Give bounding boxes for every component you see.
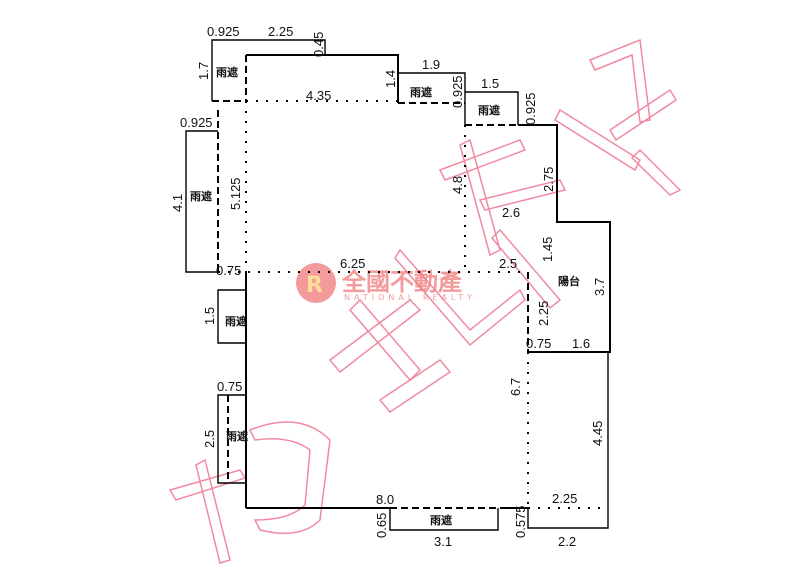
canopy-label: 雨遮 xyxy=(216,65,238,79)
dim: 4.45 xyxy=(590,421,605,446)
realty-logo: R 全國不動產 NATIONAL REALTY xyxy=(296,263,476,303)
dim: 3.1 xyxy=(434,534,452,549)
dim: 0.65 xyxy=(374,513,389,538)
dim: 0.75 xyxy=(217,379,242,394)
dim: 6.25 xyxy=(340,256,365,271)
dim: 2.5 xyxy=(202,430,217,448)
dim: 1.6 xyxy=(572,336,590,351)
dim: 1.5 xyxy=(481,76,499,91)
dim: 2.5 xyxy=(499,256,517,271)
balcony-label: 陽台 xyxy=(558,274,580,288)
dim: 1.7 xyxy=(196,62,211,80)
canopy-label: 雨遮 xyxy=(190,189,212,203)
dim: 4.1 xyxy=(170,194,185,212)
canopy-label: 雨遮 xyxy=(226,429,248,443)
watermark-calligraphy xyxy=(168,38,682,564)
dim: 0.925 xyxy=(180,115,213,130)
dim: 2.75 xyxy=(541,167,556,192)
dim: 5.125 xyxy=(228,177,243,210)
dim: 6.7 xyxy=(508,378,523,396)
canopy-label: 雨遮 xyxy=(478,103,500,117)
dim: 0.75 xyxy=(216,263,241,278)
logo-circle-icon xyxy=(296,263,336,303)
dim: 0.45 xyxy=(311,32,326,57)
logo-text-en: NATIONAL REALTY xyxy=(344,293,476,302)
dim: 0.575 xyxy=(513,505,528,538)
dim: 0.925 xyxy=(523,92,538,125)
walls xyxy=(185,39,611,531)
canopy-label: 雨遮 xyxy=(430,513,452,527)
dim: 8.0 xyxy=(376,492,394,507)
dim: 0.925 xyxy=(450,75,465,108)
dim: 4.8 xyxy=(450,176,465,194)
dim: 1.45 xyxy=(540,237,555,262)
dim: 2.6 xyxy=(502,205,520,220)
dim: 0.75 xyxy=(526,336,551,351)
dim: 1.9 xyxy=(422,57,440,72)
dim: 2.2 xyxy=(558,534,576,549)
canopy-label: 雨遮 xyxy=(225,314,247,328)
logo-mark: R xyxy=(306,273,323,298)
dimension-labels: 0.925 2.25 0.45 1.7 4.35 1.4 1.9 0.925 1… xyxy=(170,24,607,549)
dim: 2.25 xyxy=(536,301,551,326)
dim: 2.25 xyxy=(268,24,293,39)
dim: 1.5 xyxy=(202,307,217,325)
dim: 0.925 xyxy=(207,24,240,39)
dim: 3.7 xyxy=(592,278,607,296)
logo-text-cn: 全國不動產 xyxy=(341,268,462,296)
room-labels: 雨遮 雨遮 雨遮 雨遮 雨遮 雨遮 雨遮 陽台 xyxy=(190,65,580,527)
dim: 1.4 xyxy=(383,70,398,88)
dim: 4.35 xyxy=(306,88,331,103)
dim: 2.25 xyxy=(552,491,577,506)
canopy-label: 雨遮 xyxy=(410,85,432,99)
